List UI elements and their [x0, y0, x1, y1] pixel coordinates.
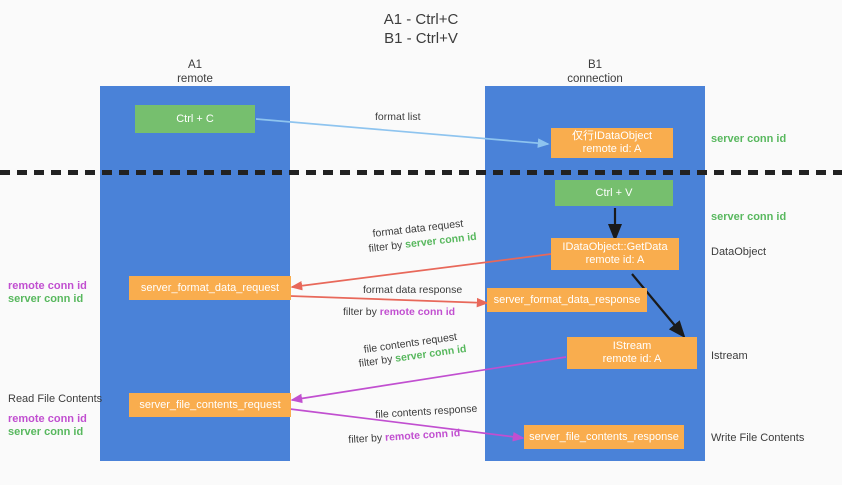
- filter-prefix: filter by: [343, 306, 380, 318]
- label-format-data-response: format data response: [363, 284, 463, 296]
- right-label-write-file-contents: Write File Contents: [711, 432, 805, 444]
- box-idataobject-getdata[interactable]: IDataObject::GetData remote id: A: [551, 238, 679, 270]
- column-a1-name: A1: [187, 59, 203, 71]
- left-label-remote-conn-id-1: remote conn id: [8, 280, 87, 292]
- column-b1-name: B1: [587, 59, 603, 71]
- filter-value-remote-conn-id: remote conn id: [379, 306, 456, 318]
- title-line-1: A1 - Ctrl+C: [383, 11, 459, 28]
- left-label-server-conn-id-1: server conn id: [8, 293, 84, 305]
- box-server-file-contents-response[interactable]: server_file_contents_response: [524, 425, 684, 449]
- title-line-2: B1 - Ctrl+V: [384, 30, 458, 47]
- left-label-remote-conn-id-2: remote conn id: [8, 413, 87, 425]
- right-label-server-conn-id-top: server conn id: [711, 133, 787, 145]
- box-ctrl-v[interactable]: Ctrl + V: [555, 180, 673, 206]
- filter-prefix: filter by: [348, 431, 386, 446]
- box-getdata-line2: remote id: A: [585, 254, 645, 266]
- label-format-list: format list: [375, 111, 421, 123]
- filter-value-remote-conn-id: remote conn id: [384, 427, 461, 444]
- label-file-contents-response: file contents response: [375, 402, 478, 421]
- left-label-server-conn-id-2: server conn id: [8, 426, 84, 438]
- box-idataobject-line2: remote id: A: [582, 143, 642, 155]
- column-a1-sub: remote: [177, 73, 213, 85]
- page-title: A1 - Ctrl+C B1 - Ctrl+V: [0, 10, 842, 48]
- right-label-istream: Istream: [711, 350, 748, 362]
- arrow-format-data-response: [289, 295, 489, 308]
- label-format-data-response-filter: filter by remote conn id: [343, 306, 455, 319]
- right-label-dataobject: DataObject: [711, 246, 767, 258]
- box-server-format-data-response[interactable]: server_format_data_response: [487, 288, 647, 312]
- filter-prefix: filter by: [368, 238, 406, 255]
- column-b1-sub: connection: [567, 73, 623, 85]
- box-idataobject[interactable]: 仅行IDataObject remote id: A: [551, 128, 673, 158]
- box-istream-line2: remote id: A: [602, 353, 662, 365]
- right-label-server-conn-id-mid: server conn id: [711, 211, 787, 223]
- box-idataobject-line1: 仅行IDataObject: [571, 130, 653, 142]
- left-label-read-file-contents: Read File Contents: [8, 393, 103, 405]
- box-server-format-data-request[interactable]: server_format_data_request: [129, 276, 291, 300]
- box-server-file-contents-request[interactable]: server_file_contents_request: [129, 393, 291, 417]
- column-header-b1: B1 connection: [485, 58, 705, 86]
- box-istream[interactable]: IStream remote id: A: [567, 337, 697, 369]
- box-ctrl-c[interactable]: Ctrl + C: [135, 105, 255, 133]
- box-getdata-line1: IDataObject::GetData: [562, 241, 668, 253]
- column-header-a1: A1 remote: [100, 58, 290, 86]
- label-file-contents-response-filter: filter by remote conn id: [348, 427, 461, 447]
- phase-divider: [0, 170, 842, 175]
- box-istream-line1: IStream: [612, 340, 652, 352]
